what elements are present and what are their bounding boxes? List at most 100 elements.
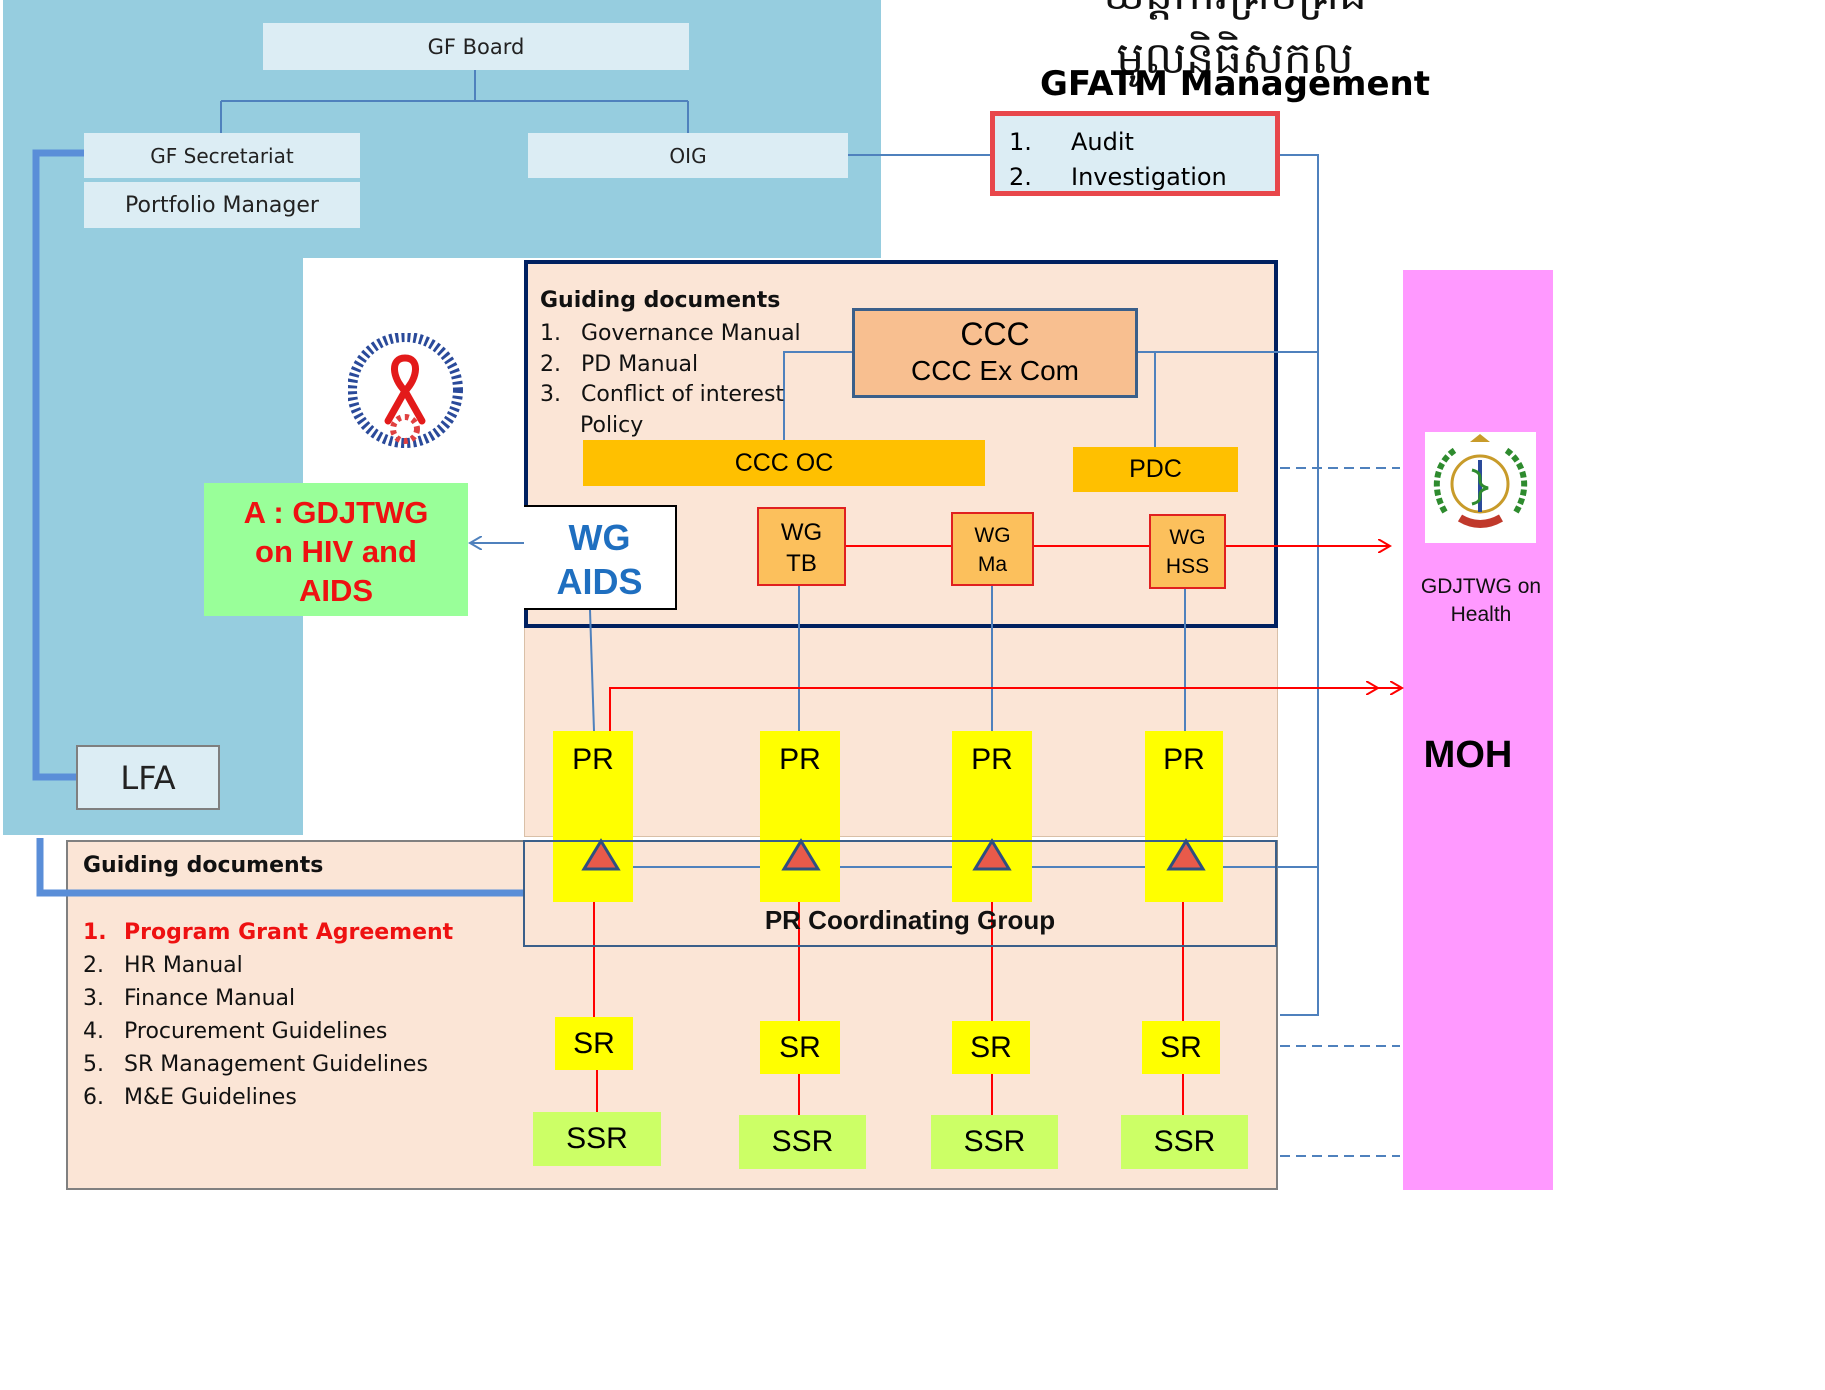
list-item: 2. HR Manual	[83, 949, 503, 982]
sr-box-1: SR	[555, 1017, 633, 1070]
pr-label-1: PR	[572, 743, 614, 776]
gdjtwg-hiv-line3: AIDS	[298, 573, 374, 608]
ccc-excom: CCC Ex Com	[910, 355, 1079, 386]
list-number: 1.	[540, 321, 561, 346]
audit-item: 1. Audit	[1009, 125, 1275, 160]
list-item: 5. SR Management Guidelines	[83, 1048, 503, 1081]
pr-column-2	[760, 731, 840, 902]
list-number: 6.	[83, 1085, 104, 1110]
doc-label: Procurement Guidelines	[124, 1019, 388, 1044]
ccc-title: CCC	[960, 316, 1030, 352]
pr-label-2: PR	[779, 743, 821, 776]
wg-ma-line2: Ma	[977, 553, 1008, 576]
ccc-box: CCC CCC Ex Com	[852, 308, 1138, 398]
doc-label: Finance Manual	[124, 986, 296, 1011]
list-item: 4. Procurement Guidelines	[83, 1015, 503, 1048]
oig: OIG	[528, 133, 848, 178]
gf-board: GF Board	[263, 23, 689, 70]
list-number: 2.	[540, 351, 561, 377]
pr-column-4	[1145, 731, 1223, 902]
gdjtwg-health-line2: Health	[1450, 603, 1512, 626]
title-english: GFATM Management	[1039, 64, 1431, 104]
list-item: 6. M&E Guidelines	[83, 1081, 503, 1114]
sr-box-4: SR	[1142, 1021, 1220, 1074]
list-item: 1. Program Grant Agreement	[83, 916, 503, 949]
implementation-panel	[66, 840, 1278, 1190]
list-item: 3. Finance Manual	[83, 982, 503, 1015]
doc-label: SR Management Guidelines	[124, 1052, 428, 1077]
sr-box-2: SR	[760, 1021, 840, 1074]
gdjtwg-hiv-line2: on HIV and	[255, 534, 417, 569]
list-number: 1.	[83, 920, 107, 945]
audit-box: 1. Audit 2. Investigation	[990, 111, 1280, 196]
list-number: 4.	[83, 1019, 104, 1044]
audit-list: 1. Audit 2. Investigation	[1009, 125, 1275, 195]
wg-tb: WG TB	[757, 507, 846, 586]
list-number: 5.	[83, 1052, 104, 1077]
gf-secretariat: GF Secretariat	[84, 133, 360, 178]
list-number: 3.	[83, 986, 104, 1011]
moh-label: MOH	[1423, 733, 1513, 776]
gdjtwg-hiv-line1: A : GDJTWG	[243, 495, 429, 530]
pr-label-3: PR	[971, 743, 1013, 776]
list-number: 1.	[1009, 128, 1032, 156]
wg-ma: WG Ma	[951, 512, 1034, 586]
warning-triangle-icon	[1166, 838, 1206, 871]
audit-label: Audit	[1071, 128, 1134, 156]
investigation-label: Investigation	[1071, 163, 1227, 191]
doc-label: Conflict of interest	[581, 382, 785, 407]
doc-label: Policy	[580, 412, 644, 438]
wg-hss: WG HSS	[1149, 514, 1226, 589]
moh-emblem-icon	[1433, 434, 1528, 528]
pdc: PDC	[1073, 447, 1238, 492]
title-khmer: យន្តការគ្រប់គ្រងមូលនិធិសកល	[1103, 0, 1367, 84]
ssr-box-3: SSR	[931, 1115, 1058, 1169]
wg-aids-line2: AIDS	[556, 561, 643, 602]
portfolio-manager: Portfolio Manager	[84, 182, 360, 228]
ssr-box-1: SSR	[533, 1112, 661, 1166]
wg-aids: WG AIDS	[524, 505, 677, 610]
doc-label: M&E Guidelines	[124, 1085, 297, 1110]
impl-doc-list: 1. Program Grant Agreement 2. HR Manual 3.…	[83, 916, 503, 1114]
list-item: Policy	[540, 411, 840, 442]
pr-label-4: PR	[1163, 743, 1205, 776]
list-number: 2.	[1009, 163, 1032, 191]
impl-guiding-docs: Guiding documents 1. Program Grant Agreem…	[83, 850, 503, 1114]
pr-column-3	[952, 731, 1032, 902]
list-number: 2.	[83, 953, 104, 978]
pr-coordinating-group-label: PR Coordinating Group	[764, 904, 1056, 935]
wg-tb-line1: WG	[780, 519, 823, 546]
wg-tb-line2: TB	[786, 550, 817, 577]
investigation-item: 2. Investigation	[1009, 160, 1275, 195]
gdjtwg-health-line1: GDJTWG on	[1420, 575, 1542, 598]
ssr-box-2: SSR	[739, 1115, 866, 1169]
list-number: 3.	[540, 382, 561, 407]
ccc-oc: CCC OC	[583, 440, 985, 486]
gdjtwg-hiv-aids: A : GDJTWG on HIV and AIDS	[204, 483, 468, 616]
naa-logo	[347, 332, 463, 448]
ccm-doc-list: 1. Governance Manual 2. PD Manual 3. Confli…	[540, 319, 840, 441]
doc-label: Governance Manual	[581, 321, 801, 346]
lfa: LFA	[76, 745, 220, 810]
wg-ma-line1: WG	[974, 524, 1011, 547]
pr-column-1	[553, 731, 633, 902]
doc-label: PD Manual	[581, 351, 699, 377]
ssr-box-4: SSR	[1121, 1115, 1248, 1169]
gdjtwg-health: GDJTWG on Health	[1403, 573, 1559, 629]
warning-triangle-icon	[972, 838, 1012, 871]
list-item: 1. Governance Manual	[540, 319, 840, 350]
wg-aids-line1: WG	[568, 517, 631, 558]
doc-label: HR Manual	[124, 953, 243, 978]
moh-column	[1403, 270, 1553, 1190]
doc-label: Program Grant Agreement	[124, 920, 454, 945]
list-number	[540, 411, 580, 442]
list-item: 3. Conflict of interest	[540, 380, 840, 411]
red-ribbon-icon	[347, 332, 463, 448]
impl-guiding-title: Guiding documents	[83, 853, 324, 878]
wg-hss-line2: HSS	[1165, 555, 1210, 578]
ccm-guiding-docs: Guiding documents 1. Governance Manual 2.…	[540, 288, 840, 441]
pr-coordinating-group	[523, 840, 1277, 947]
moh-emblem	[1425, 432, 1536, 543]
ccm-guiding-title: Guiding documents	[540, 288, 781, 313]
list-item: 2. PD Manual	[540, 350, 840, 381]
